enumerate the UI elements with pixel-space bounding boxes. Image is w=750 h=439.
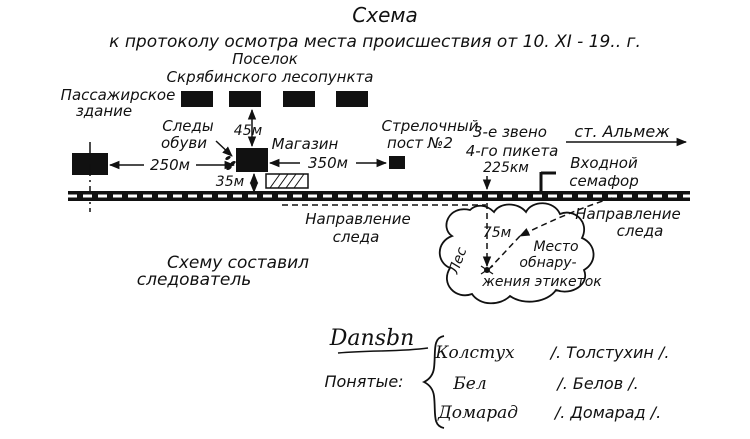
distance-store-post: 350м (308, 154, 348, 172)
scheme-subtitle: к протоколу осмотра места происшествия о… (109, 32, 641, 52)
almezh-station-label: ст. Альмеж (574, 122, 670, 141)
dimension-label-bg-250 (144, 155, 196, 173)
hatched-area (265, 173, 309, 189)
picket-label-km: 225км (483, 160, 529, 176)
distance-station-store: 250м (150, 156, 190, 174)
settlement-houses (181, 91, 368, 107)
switch-post-label-line1: Стрелочный (382, 117, 479, 135)
distance-forest: 75м (483, 225, 512, 241)
house-1 (181, 91, 213, 107)
shoe-tracks-label-line2: обуви (161, 134, 207, 152)
forest-label: Лес (446, 245, 471, 277)
author-label-line1: Схему составил (167, 253, 309, 273)
railway-track (68, 191, 690, 201)
dimension-label-bg-350 (300, 153, 356, 171)
distance-settlement-store: 45м (234, 123, 263, 139)
station-building-label-line2: здание (76, 102, 132, 120)
entry-signal-label-line2: семафор (569, 172, 639, 190)
investigator-signature: Dansbn (329, 326, 414, 351)
track-direction-right-line2: следа (617, 222, 664, 240)
witness-2-printed: /. Белов /. (555, 374, 638, 393)
finding-location-marker (480, 265, 494, 275)
investigator-signature-underline (337, 347, 429, 354)
witness-row-2: Бел /. Белов /. (452, 374, 638, 394)
finding-label-line2: обнару- (519, 255, 576, 271)
shoe-track-marks (225, 155, 236, 171)
entry-signal (539, 171, 556, 191)
house-3 (283, 91, 315, 107)
picket-label-line2: 4-го пикета (466, 142, 559, 160)
store-label: Магазин (272, 135, 339, 153)
trail-path-mid (489, 235, 521, 269)
trail-path-right (519, 197, 613, 237)
witness-row-1: Колстух /. Толстухин /. (434, 343, 669, 363)
station-building-label-line1: Пассажирское (61, 86, 176, 104)
track-direction-left-line1: Направление (305, 210, 410, 228)
switch-post-label-line2: пост №2 (387, 134, 453, 152)
witness-row-3: Домарад /. Домарад /. (437, 403, 661, 423)
entry-signal-label-line1: Входной (570, 154, 638, 172)
shoe-tracks-arrow (215, 140, 233, 157)
witness-1-handwritten: Колстух (434, 343, 515, 363)
settlement-label-line1: Поселок (232, 50, 298, 68)
witnesses-label: Понятые: (324, 372, 403, 391)
track-direction-right-line1: Направление (575, 205, 680, 223)
witness-3-handwritten: Домарад (437, 403, 518, 423)
settlement-label-line2: Скрябинского лесопункта (167, 68, 374, 86)
witnesses-brace (421, 335, 445, 429)
store (236, 148, 268, 172)
house-4 (336, 91, 368, 107)
finding-label-line3: жения этикеток (481, 274, 602, 290)
scheme-title: Схема (352, 3, 417, 27)
distance-store-track: 35м (216, 174, 245, 190)
track-direction-left-line2: следа (333, 228, 380, 246)
forest-area (438, 202, 595, 305)
house-2 (229, 91, 261, 107)
author-label-line2: следователь (137, 270, 252, 290)
finding-label-line1: Место (533, 239, 578, 255)
picket-label-line1: 3-е звено (473, 123, 547, 141)
switch-post (389, 156, 405, 169)
witness-3-printed: /. Домарад /. (553, 403, 661, 422)
witness-2-handwritten: Бел (452, 374, 486, 394)
witness-1-printed: /. Толстухин /. (549, 343, 670, 362)
shoe-tracks-label-line1: Следы (162, 117, 214, 135)
